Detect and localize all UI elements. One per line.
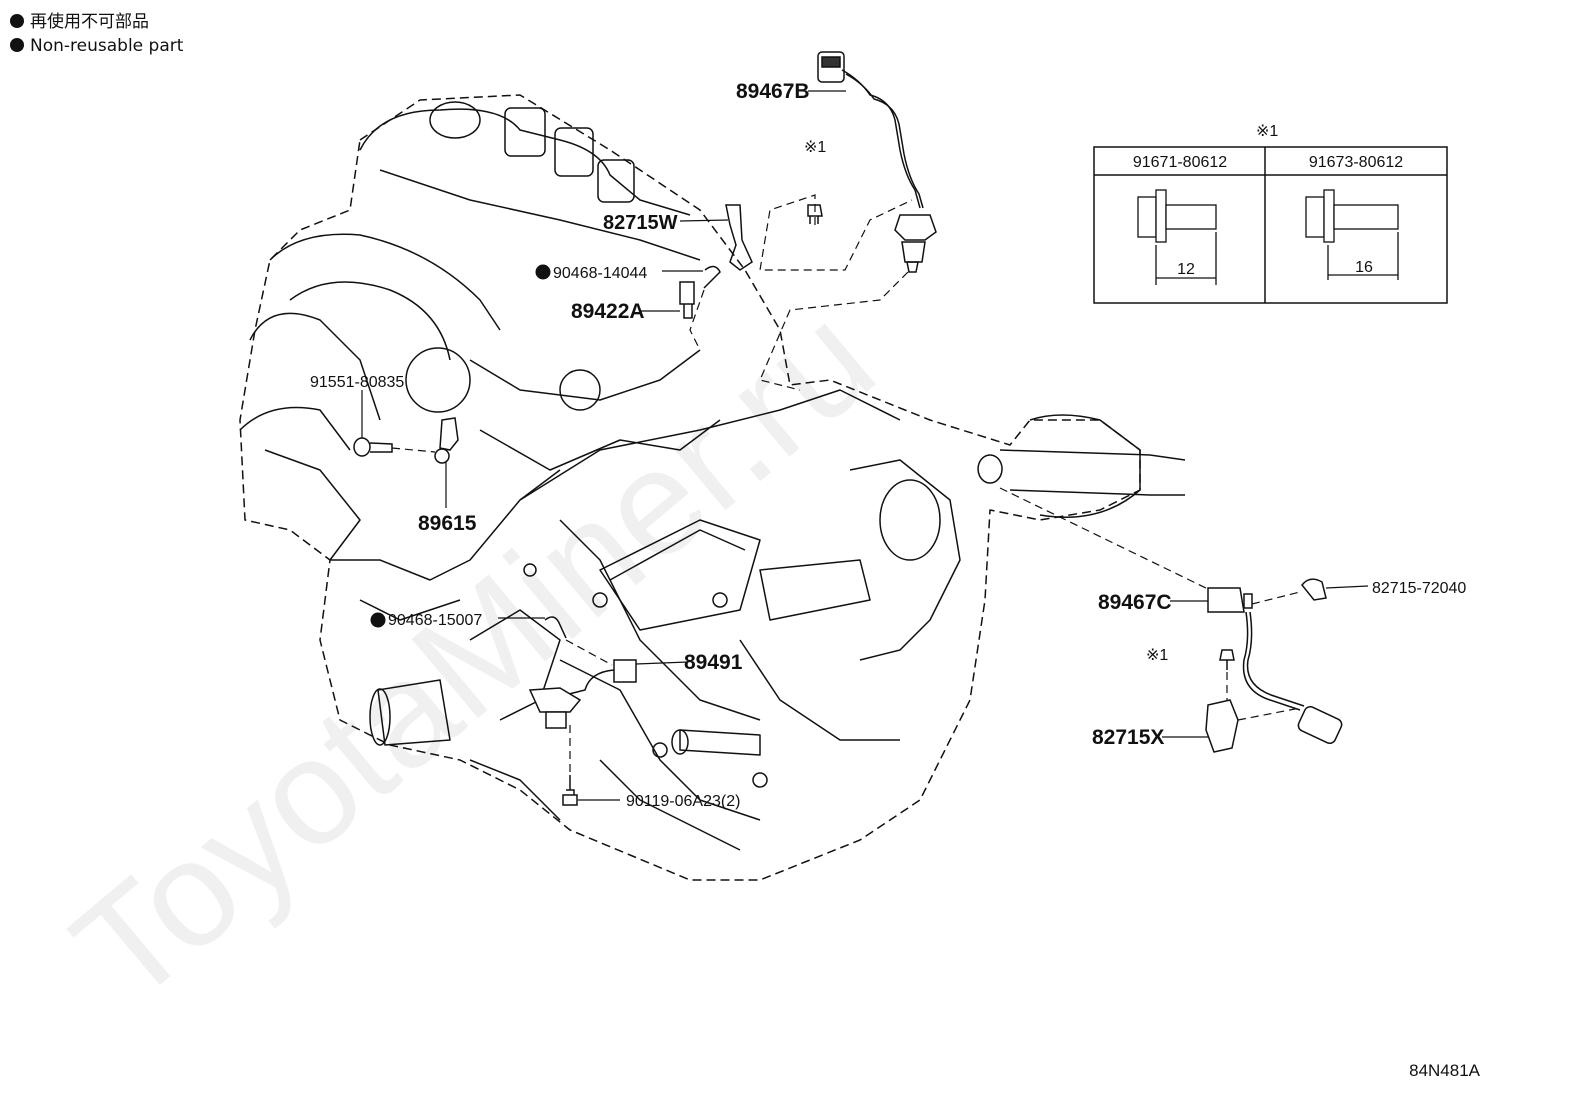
bracket-82715x-icon xyxy=(1205,699,1239,753)
label-90468-14044: 90468-14044 xyxy=(553,265,647,282)
bolt-table-marker: ※1 xyxy=(1256,123,1278,140)
label-90468-15007: 90468-15007 xyxy=(388,612,482,629)
oxygen-sensor-89467c-icon xyxy=(1207,587,1343,745)
label-89422a: 89422A xyxy=(571,300,645,323)
bolt-91673-icon xyxy=(1305,189,1399,280)
non-reusable-dot-icon xyxy=(535,264,551,280)
label-82715-72040: 82715-72040 xyxy=(1372,580,1466,597)
bolt-ref1-right-icon xyxy=(1219,649,1235,670)
bolt-91671-icon xyxy=(1137,189,1217,285)
bracket-82715w-icon xyxy=(725,204,753,271)
label-89491: 89491 xyxy=(684,651,743,674)
label-82715x: 82715X xyxy=(1092,726,1164,749)
engine-drawing xyxy=(239,94,1186,881)
watermark: ToyotaMiner.ru xyxy=(43,273,905,1034)
part-labels: 89467B ※1 82715W 90468-14044 89422A 9155… xyxy=(310,80,1466,810)
label-82715w: 82715W xyxy=(603,212,678,234)
label-89467b: 89467B xyxy=(736,80,810,103)
legend-jp: 再使用不可部品 xyxy=(10,12,149,32)
clip-90468-15007-icon xyxy=(544,616,567,639)
oxygen-sensor-89467b-icon xyxy=(817,51,937,273)
bolt-91551-80835-icon xyxy=(353,437,393,457)
clip-90468-14044-icon xyxy=(703,265,721,289)
label-89615: 89615 xyxy=(418,512,477,535)
legend-en-text: Non-reusable part xyxy=(30,36,184,56)
drawing-code: 84N481A xyxy=(1409,1061,1480,1080)
bolt-length-1: 12 xyxy=(1177,261,1195,278)
bolt-90119-icon xyxy=(562,775,578,806)
label-91551-80835: 91551-80835 xyxy=(310,374,404,391)
sensor-89491-icon xyxy=(528,659,637,729)
clamp-82715-72040-icon xyxy=(1301,578,1327,601)
bolt-table-header-1: 91671-80612 xyxy=(1133,154,1227,171)
non-reusable-dot-icon xyxy=(370,612,386,628)
speed-sensor-89422a-icon xyxy=(679,281,695,319)
part-graphics xyxy=(353,51,1343,806)
label-ref1-right: ※1 xyxy=(1146,647,1168,664)
legend-jp-text: 再使用不可部品 xyxy=(30,12,149,32)
knock-sensor-89615-icon xyxy=(434,417,459,464)
non-reusable-dot-icon xyxy=(10,14,24,28)
leader-lines xyxy=(361,90,1369,801)
bolt-length-2: 16 xyxy=(1355,259,1373,276)
label-90119: 90119-06A23(2) xyxy=(626,793,740,810)
non-reusable-dot-icon xyxy=(10,38,24,52)
label-ref1-top: ※1 xyxy=(804,139,826,156)
bolt-table: ※1 91671-80612 91673-80612 12 16 xyxy=(1093,123,1448,304)
bolt-table-header-2: 91673-80612 xyxy=(1309,154,1403,171)
label-89467c: 89467C xyxy=(1098,591,1172,614)
legend-en: Non-reusable part xyxy=(10,36,183,56)
dashed-lines xyxy=(391,194,1301,775)
